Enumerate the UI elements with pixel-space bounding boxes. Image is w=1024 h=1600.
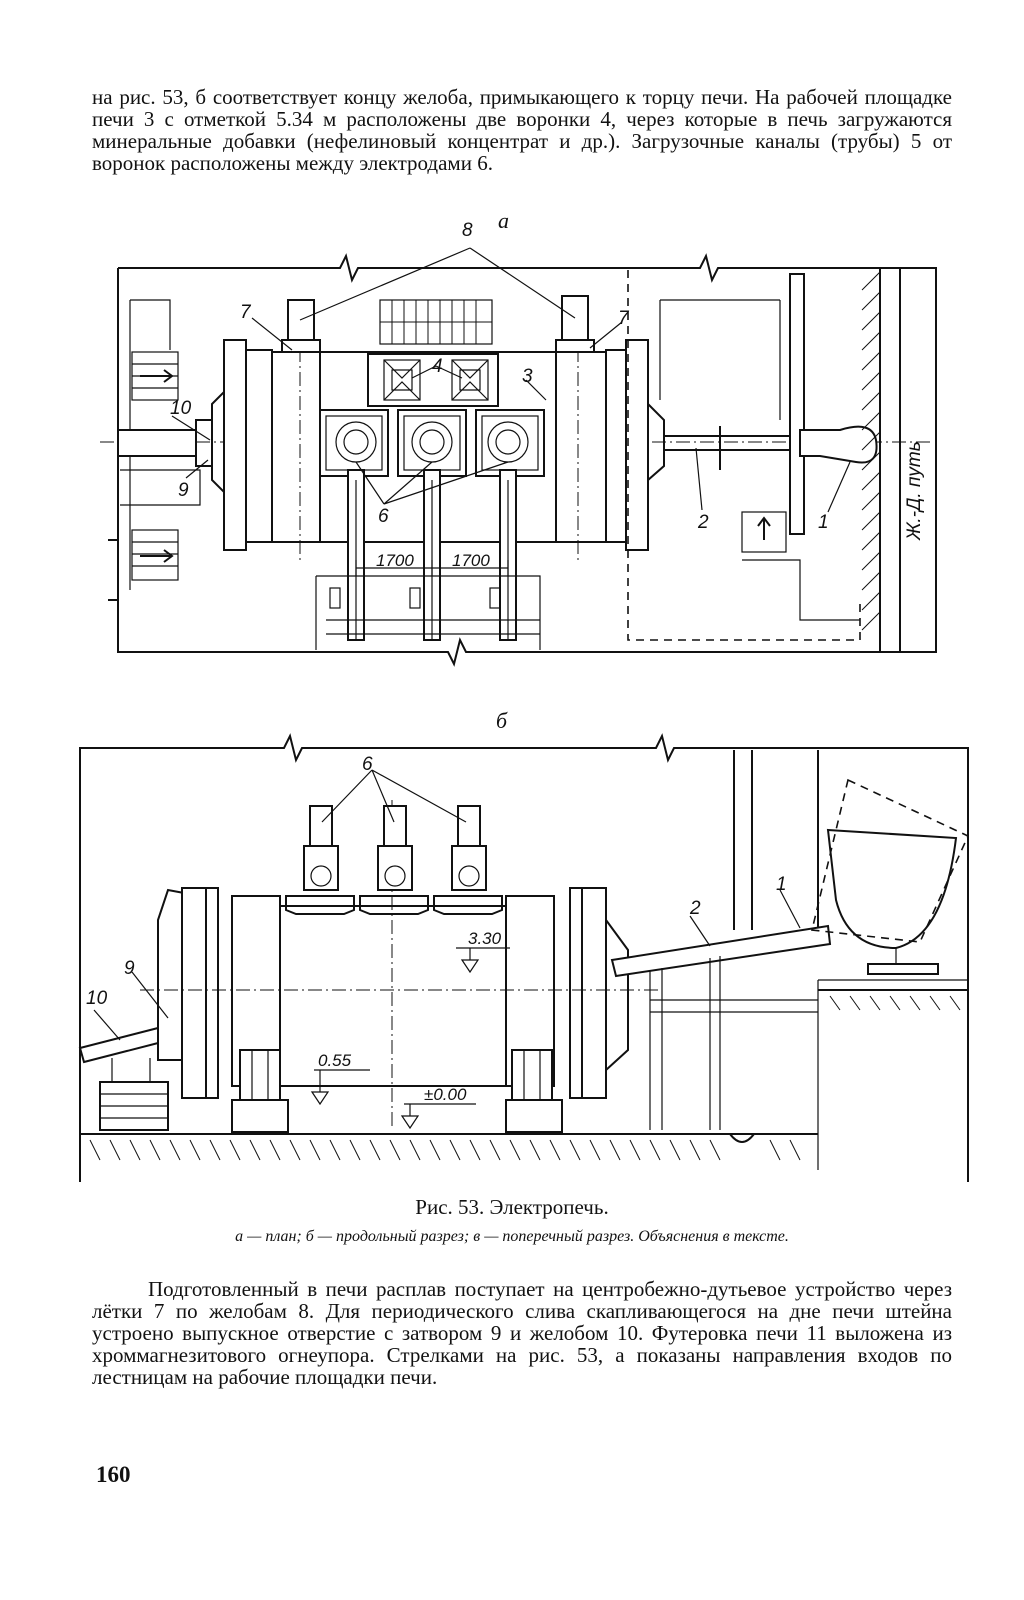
- dimension-1700-right: 1700: [452, 551, 490, 570]
- elevation-0-55: 0.55: [318, 1051, 352, 1070]
- callout-4: 4: [432, 356, 443, 377]
- section-callout-6: 6: [362, 754, 373, 775]
- page-number: 160: [96, 1462, 131, 1487]
- callout-3: 3: [522, 366, 533, 387]
- figure-caption: Рис. 53. Электропечь.: [415, 1195, 609, 1219]
- callout-9: 9: [178, 480, 189, 501]
- figure-legend: а — план; б — продольный разрез; в — поп…: [235, 1228, 789, 1245]
- section-callout-1: 1: [776, 874, 787, 895]
- section-callout-2: 2: [689, 898, 701, 919]
- dimension-1700-left: 1700: [376, 551, 414, 570]
- callout-1: 1: [818, 512, 829, 533]
- elevation-3-30: 3.30: [468, 929, 502, 948]
- callout-2: 2: [697, 512, 709, 533]
- elevation-zero: ±0.00: [424, 1085, 467, 1104]
- section-callout-9: 9: [124, 958, 135, 979]
- figure-a-plan: 8 7 7 4 3 10 9 6 2 1 1700 1700 Ж.-Д. пут…: [100, 220, 937, 667]
- callout-10: 10: [170, 398, 192, 419]
- callout-7-left: 7: [240, 302, 252, 323]
- callout-6: 6: [378, 506, 389, 527]
- section-callout-10: 10: [86, 988, 108, 1009]
- callout-7-right: 7: [618, 308, 630, 329]
- paragraph-intro: на рис. 53, б соответствует концу желоба…: [92, 85, 952, 175]
- figure-b-label: б: [496, 708, 508, 733]
- paragraph-melt: Подготовленный в печи расплав поступает …: [92, 1278, 952, 1388]
- callout-8: 8: [462, 220, 473, 241]
- figure-a-label: а: [498, 208, 509, 233]
- figure-b-section: 6 1 2 9 10 3.30 0.55 ±0.00: [78, 733, 970, 1182]
- paragraph-melt-text: Подготовленный в печи расплав поступает …: [92, 1277, 952, 1389]
- rail-track-label: Ж.-Д. путь: [904, 441, 925, 541]
